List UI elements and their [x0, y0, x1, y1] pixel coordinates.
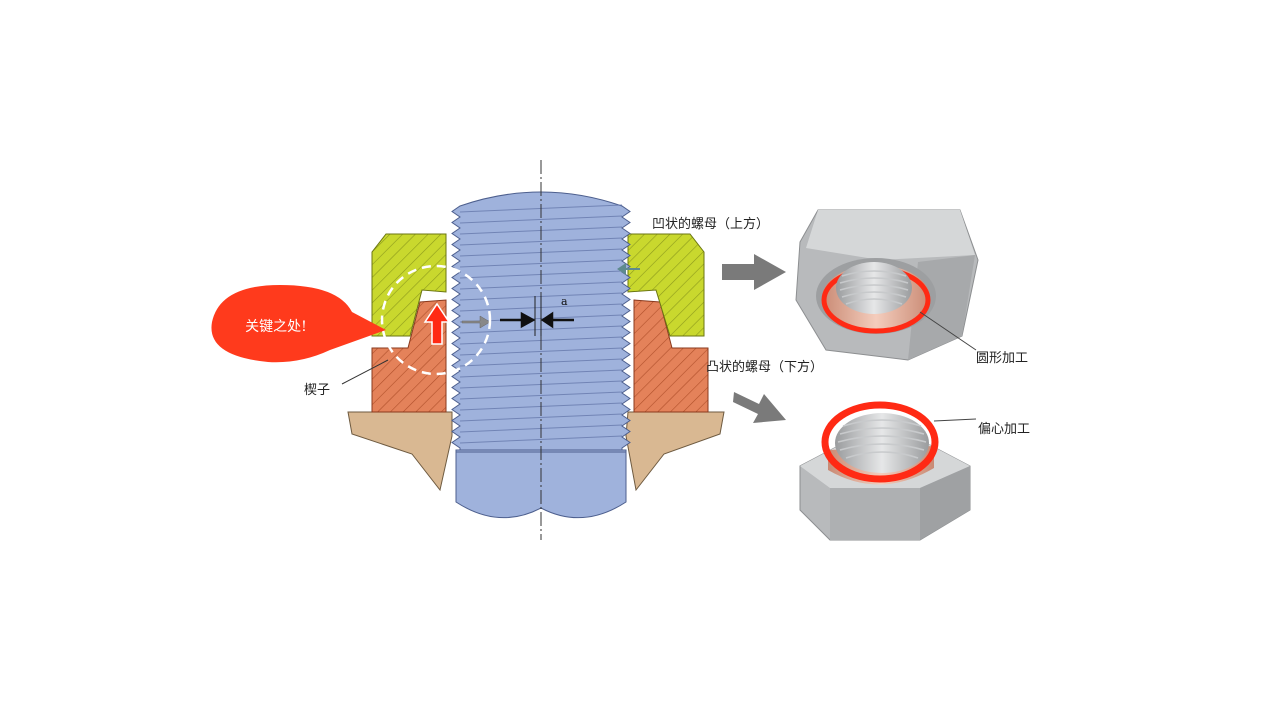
thread-line: [459, 413, 623, 422]
left-arrow-icon: [540, 311, 574, 329]
round-machined-nut: [795, 209, 979, 361]
thread-line: [459, 215, 623, 224]
thread-line: [459, 369, 623, 378]
wedge-label: 楔子: [304, 383, 330, 398]
lower-nut-section: [371, 299, 709, 413]
thread-line: [459, 391, 623, 400]
wedge-leader: [341, 359, 389, 385]
gray-arrow-icon: [461, 315, 491, 329]
lower-nut-label: 凸状的螺母（下方）: [706, 359, 823, 375]
up-arrow-icon: [423, 302, 451, 345]
base-plate: [347, 411, 725, 492]
focus-circle: [380, 264, 492, 376]
thread-line: [459, 281, 623, 290]
thread-line: [459, 237, 623, 246]
down-right-arrow-icon: [733, 392, 786, 423]
upper-nut-label: 凹状的螺母（上方）: [652, 216, 769, 232]
thread-line: [459, 259, 623, 268]
upper-nut-section: [371, 233, 705, 337]
gap-label: a: [561, 295, 568, 308]
eccentric-machined-nut: [799, 401, 977, 541]
thread-line: [459, 435, 623, 444]
thread-line: [459, 347, 623, 356]
right-arrow-icon: [500, 311, 536, 329]
eccentric-machining-label: 偏心加工: [978, 422, 1030, 437]
right-arrow-icon: [722, 254, 786, 290]
gap-indicator: a: [500, 295, 574, 336]
gray-arrow-icon: [617, 263, 640, 275]
callout-text: 关键之处!: [245, 319, 307, 335]
round-machining-label: 圆形加工: [976, 351, 1028, 366]
callout-bubble: 关键之处!: [211, 285, 386, 363]
